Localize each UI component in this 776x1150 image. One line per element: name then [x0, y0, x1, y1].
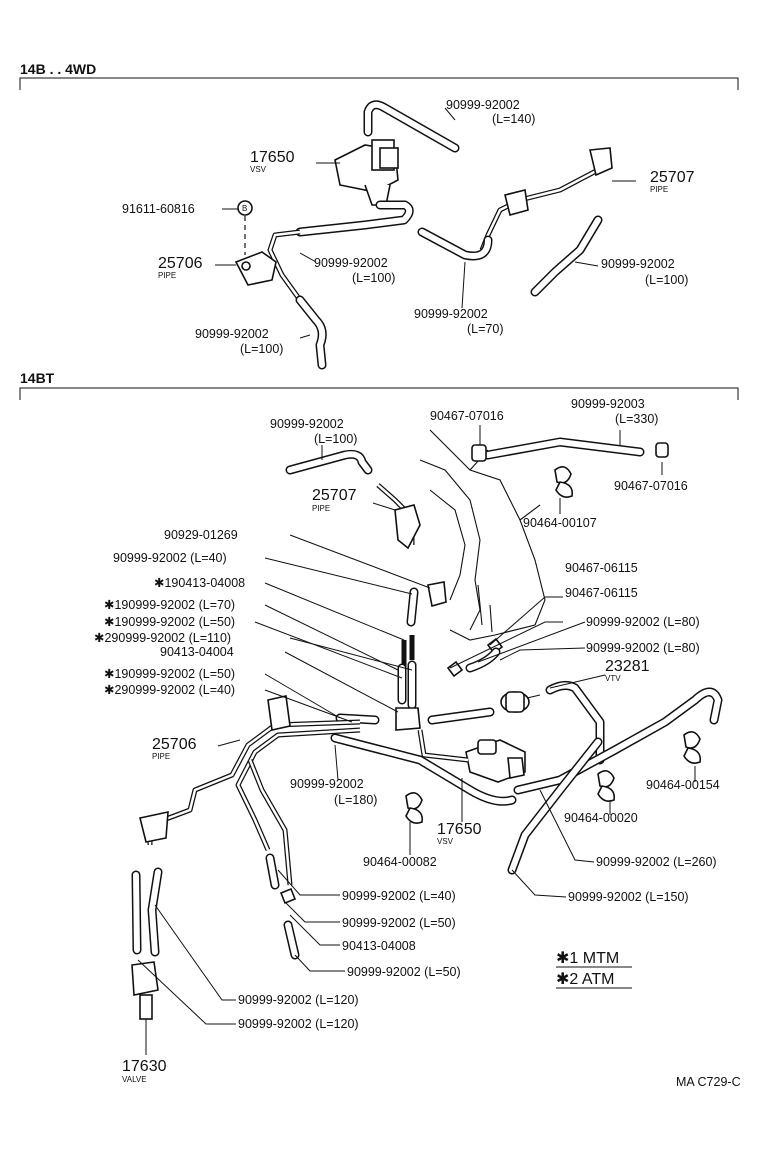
clamp-90467-06115-a — [446, 660, 464, 678]
label-clamp-90467-06115-b: 90467-06115 — [565, 586, 638, 600]
tee-90413-04008-lower — [279, 887, 297, 905]
label-hose-atm-l40: ✱290999-92002 (L=40) — [104, 683, 235, 697]
label-hose-l50-bottom: 90999-92002 (L=50) — [347, 965, 461, 979]
bolt-b-mark: B — [242, 204, 247, 213]
label-hose-l330: 90999-92003 — [571, 397, 645, 411]
clamp-90464-00107 — [554, 466, 574, 498]
label-clamp-90464-00154: 90464-00154 — [646, 778, 720, 792]
pipe-25707-bracket — [394, 504, 421, 550]
label-pipe-25706: 25706 — [152, 736, 197, 753]
label-hose-mtm-l50-b: ✱190999-92002 (L=50) — [104, 667, 235, 681]
bottom-leaders — [137, 425, 696, 1055]
label-hose-l120-left: 90999-92002 (L=120) — [238, 1017, 359, 1031]
label-vtv-name: VTV — [605, 674, 621, 683]
section-bracket-bottom — [19, 387, 739, 400]
label-hose-l80-lower: 90999-92002 (L=80) — [586, 641, 700, 655]
label-top-hose-l70: 90999-92002 — [414, 307, 488, 321]
label-hose-l100-upper-len: (L=100) — [314, 432, 357, 446]
label-hose-l40-lower: 90999-92002 (L=40) — [342, 889, 456, 903]
label-top-hose-bottom: 90999-92002 — [195, 327, 269, 341]
top-vsv — [334, 139, 399, 206]
label-hose-l150: 90999-92002 (L=150) — [568, 890, 689, 904]
label-hose-atm-l110: ✱290999-92002 (L=110) — [94, 631, 231, 645]
label-vsv-name: VSV — [437, 837, 454, 846]
label-tee-90413-04004: 90413-04004 — [160, 645, 234, 659]
label-pipe-25707: 25707 — [312, 487, 357, 504]
label-clamp-90464-00020: 90464-00020 — [564, 811, 638, 825]
label-clamp-90467-07016-right: 90467-07016 — [614, 479, 688, 493]
valve-17630 — [131, 961, 159, 1026]
label-top-hose-l70-len: (L=70) — [467, 322, 503, 336]
label-top-hose-center-len: (L=100) — [352, 271, 395, 285]
label-valve-name: VALVE — [122, 1075, 147, 1084]
bolt-b-icon — [237, 200, 253, 216]
reference-code: MA C729-C — [676, 1075, 741, 1089]
label-hose-l180: 90999-92002 — [290, 777, 364, 791]
label-hose-mtm-l50: ✱190999-92002 (L=50) — [104, 615, 235, 629]
label-hose-l40-upper: 90999-92002 (L=40) — [113, 551, 227, 565]
label-hose-l120-right: 90999-92002 (L=120) — [238, 993, 359, 1007]
clamp-90467-07016-right — [655, 442, 669, 458]
label-hose-mtm-l70: ✱190999-92002 (L=70) — [104, 598, 235, 612]
top-pipe-25707-bracket — [589, 147, 613, 177]
label-tee-90413-04008-lower: 90413-04008 — [342, 939, 416, 953]
label-pipe-25706-name: PIPE — [152, 752, 170, 761]
clamp-90464-00082 — [405, 792, 424, 824]
legend-mtm: ✱1 MTM — [556, 950, 619, 967]
label-pipe-25707-name: PIPE — [312, 504, 330, 513]
label-hose-l80-upper: 90999-92002 (L=80) — [586, 615, 700, 629]
label-clamp-90467-07016-left: 90467-07016 — [430, 409, 504, 423]
label-top-pipe-25707-name: PIPE — [650, 185, 668, 194]
label-top-hose-right-len: (L=100) — [645, 273, 688, 287]
clamp-90467-07016-left — [471, 444, 487, 462]
top-leaders — [215, 107, 636, 339]
pipe-25706-bracket — [267, 695, 291, 731]
label-top-hose-l140: 90999-92002 — [446, 98, 520, 112]
label-hose-l330-len: (L=330) — [615, 412, 658, 426]
label-valve: 17630 — [122, 1058, 167, 1075]
section-title-14b-4wd: 14B . . 4WD — [20, 61, 96, 77]
tee-90929-01269 — [427, 581, 447, 608]
clamp-90464-00154 — [683, 731, 702, 764]
label-clamp-90464-00107: 90464-00107 — [523, 516, 597, 530]
section-title-14bt: 14BT — [20, 370, 55, 386]
label-vtv: 23281 — [605, 658, 650, 675]
label-top-pipe-25706: 25706 — [158, 255, 203, 272]
label-tee-mtm-90413-04008: ✱190413-04008 — [154, 576, 245, 590]
label-hose-l50-lower: 90999-92002 (L=50) — [342, 916, 456, 930]
label-top-pipe-25707: 25707 — [650, 169, 695, 186]
legend-atm: ✱2 ATM — [556, 971, 614, 988]
label-top-hose-right: 90999-92002 — [601, 257, 675, 271]
label-top-hose-center: 90999-92002 — [314, 256, 388, 270]
label-clamp-90464-00082: 90464-00082 — [363, 855, 437, 869]
vsv-17650 — [465, 739, 526, 783]
label-hose-l260: 90999-92002 (L=260) — [596, 855, 717, 869]
top-assembly: B — [234, 100, 613, 370]
legend: ✱1 MTM ✱2 ATM — [556, 950, 632, 989]
bottom-assembly — [131, 429, 723, 1026]
tee-90413-04004 — [395, 707, 421, 731]
clamp-90464-00020 — [597, 770, 616, 802]
top-pipe-25707 — [479, 159, 603, 251]
label-top-vsv: 17650 — [250, 149, 295, 166]
label-tee-90929-01269: 90929-01269 — [164, 528, 238, 542]
vtv-23281 — [500, 691, 541, 713]
label-top-hose-l140-len: (L=140) — [492, 112, 535, 126]
engine-outline — [419, 429, 546, 641]
top-pipe-bracket — [234, 251, 277, 286]
label-hose-l100-upper: 90999-92002 — [270, 417, 344, 431]
label-clamp-90467-06115-a: 90467-06115 — [565, 561, 638, 575]
section-bracket-top — [19, 77, 739, 90]
label-top-vsv-name: VSV — [250, 165, 267, 174]
label-top-pipe-25706-name: PIPE — [158, 271, 176, 280]
label-vsv: 17650 — [437, 821, 482, 838]
pipe-25706-end-bracket — [139, 810, 169, 843]
label-hose-l180-len: (L=180) — [334, 793, 377, 807]
label-top-hose-bottom-len: (L=100) — [240, 342, 283, 356]
label-bolt: 91611-60816 — [122, 202, 195, 216]
